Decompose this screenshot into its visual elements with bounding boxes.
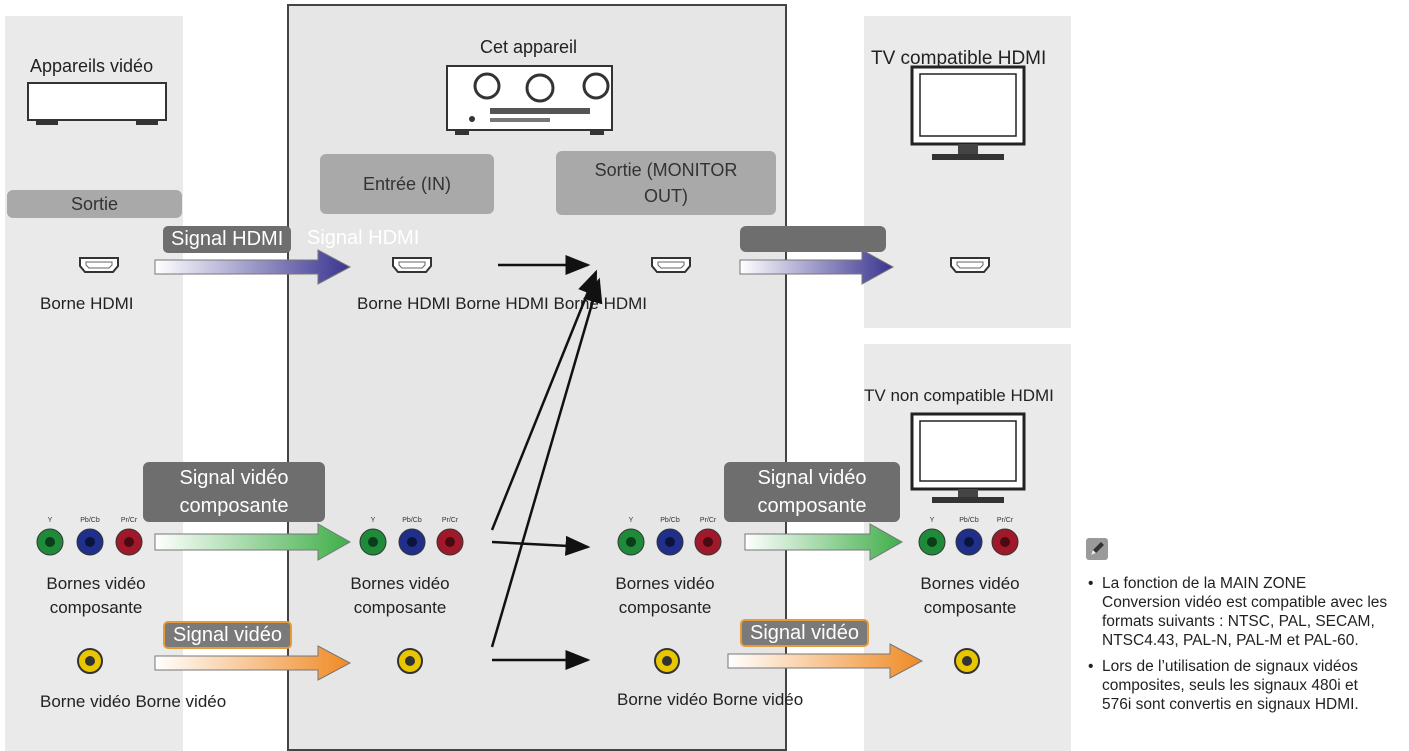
component-arrow — [744, 523, 904, 561]
hdmi-jack-icon — [79, 257, 119, 273]
source-panel — [5, 16, 183, 751]
tv-component-label: Bornes vidéo composante — [910, 572, 1030, 620]
non-hdmi-tv-icon — [910, 412, 1026, 503]
source-output-label: Sortie — [7, 190, 182, 218]
svg-text:Pr/Cr: Pr/Cr — [700, 517, 717, 524]
input-label: Entrée (IN) — [320, 154, 494, 214]
hdmi-signal-ghost-label: Signal HDMI — [307, 227, 420, 249]
svg-text:Pr/Cr: Pr/Cr — [442, 517, 459, 524]
svg-text:Y: Y — [629, 517, 634, 524]
source-title: Appareils vidéo — [30, 56, 154, 76]
device-component-in-label-text: Bornes vidéo composante — [350, 574, 450, 617]
tv-component-label-text: Bornes vidéo composante — [920, 574, 1020, 617]
device-component-out-label-text: Bornes vidéo composante — [615, 574, 715, 617]
component-signal-text-left: Signal vidéo composante — [179, 467, 289, 517]
hdmi-jack-icon — [950, 257, 990, 273]
hdmi-tv-icon — [910, 65, 1026, 160]
hdmi-tv-title: TV compatible HDMI — [871, 48, 1047, 69]
svg-text:Pr/Cr: Pr/Cr — [121, 517, 138, 524]
svg-text:Pb/Cb: Pb/Cb — [959, 517, 979, 524]
device-component-in-label: Bornes vidéo composante — [340, 572, 460, 620]
component-jacks: Y Pb/Cb Pr/Cr — [617, 517, 722, 556]
hdmi-tv-signal-box — [740, 226, 886, 252]
note-item-2-text: Lors de l’utilisation de signaux vidéos … — [1102, 658, 1359, 713]
video-labels-right: Borne vidéo Borne vidéo — [617, 690, 804, 709]
svg-text:Pb/Cb: Pb/Cb — [660, 517, 680, 524]
output-label-text: Sortie (MONITOR OUT) — [594, 160, 738, 206]
svg-text:Y: Y — [371, 517, 376, 524]
routing-arrows — [490, 255, 603, 670]
device-title: Cet appareil — [480, 37, 578, 57]
pencil-icon — [1086, 538, 1108, 560]
source-hdmi-label: Borne HDMI — [40, 294, 134, 313]
svg-text:Pr/Cr: Pr/Cr — [997, 517, 1014, 524]
hdmi-arrow — [154, 249, 352, 285]
svg-text:Y: Y — [48, 517, 53, 524]
hdmi-signal-label: Signal HDMI — [163, 226, 292, 253]
note-item-1-text: La fonction de la MAIN ZONE Conversion v… — [1102, 575, 1388, 649]
video-jack-icon — [954, 648, 980, 674]
hdmi-arrow — [739, 249, 895, 285]
video-signal-label-left: Signal vidéo — [163, 621, 292, 649]
device-component-out-label: Bornes vidéo composante — [605, 572, 725, 620]
svg-text:Y: Y — [930, 517, 935, 524]
video-device-icon — [27, 82, 167, 125]
note-item-1: • La fonction de la MAIN ZONE Conversion… — [1088, 575, 1388, 649]
component-jacks: Y Pb/Cb Pr/Cr — [918, 517, 1019, 556]
source-component-label: Bornes vidéo composante — [36, 572, 156, 620]
output-label: Sortie (MONITOR OUT) — [556, 151, 776, 215]
note-item-2: • Lors de l’utilisation de signaux vidéo… — [1088, 657, 1388, 714]
svg-text:Pb/Cb: Pb/Cb — [80, 517, 100, 524]
video-signal-label-right: Signal vidéo — [740, 619, 869, 647]
component-signal-label-left: Signal vidéo composante — [143, 462, 325, 522]
device-hdmi-labels: Borne HDMI Borne HDMI Borne HDMI — [357, 294, 648, 313]
video-jack-icon — [397, 648, 423, 674]
hdmi-jack-icon — [651, 257, 691, 273]
component-arrow — [154, 523, 352, 561]
non-hdmi-tv-title: TV non compatible HDMI — [864, 386, 1054, 405]
component-signal-label-right: Signal vidéo composante — [724, 462, 900, 522]
video-labels-left: Borne vidéo Borne vidéo — [40, 692, 227, 711]
source-component-label-text: Bornes vidéo composante — [46, 574, 146, 617]
hdmi-jack-icon — [392, 257, 432, 273]
video-jack-icon — [77, 648, 103, 674]
component-jacks: Y Pb/Cb Pr/Cr — [359, 517, 464, 556]
video-jack-icon — [654, 648, 680, 674]
receiver-icon — [446, 65, 613, 135]
video-arrow — [154, 645, 352, 681]
video-arrow — [727, 643, 924, 679]
component-jacks: Y Pb/Cb Pr/Cr — [36, 517, 143, 556]
svg-text:Pb/Cb: Pb/Cb — [402, 517, 422, 524]
component-signal-text-right: Signal vidéo composante — [757, 467, 867, 517]
